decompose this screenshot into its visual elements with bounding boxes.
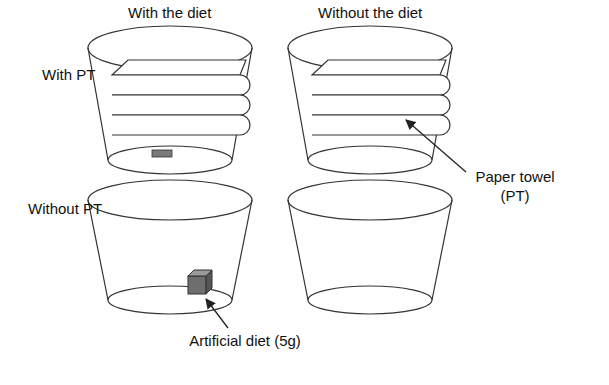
cup: [288, 26, 452, 174]
cup: [88, 180, 252, 314]
callout-label: Paper towel (PT): [469, 168, 561, 206]
column-heading: Without the diet: [318, 4, 422, 23]
paper-towel: [312, 60, 450, 135]
artificial-diet: [152, 150, 172, 157]
cup: [88, 26, 252, 174]
callout-label: Artificial diet (5g): [189, 332, 301, 351]
leader-arrow: [406, 120, 466, 172]
column-heading: With the diet: [128, 4, 211, 23]
row-heading: Without PT: [28, 200, 102, 219]
row-heading: With PT: [42, 66, 95, 85]
paper-towel: [112, 60, 250, 135]
cup: [288, 180, 452, 314]
leader-arrow: [206, 299, 228, 328]
artificial-diet: [188, 270, 212, 294]
